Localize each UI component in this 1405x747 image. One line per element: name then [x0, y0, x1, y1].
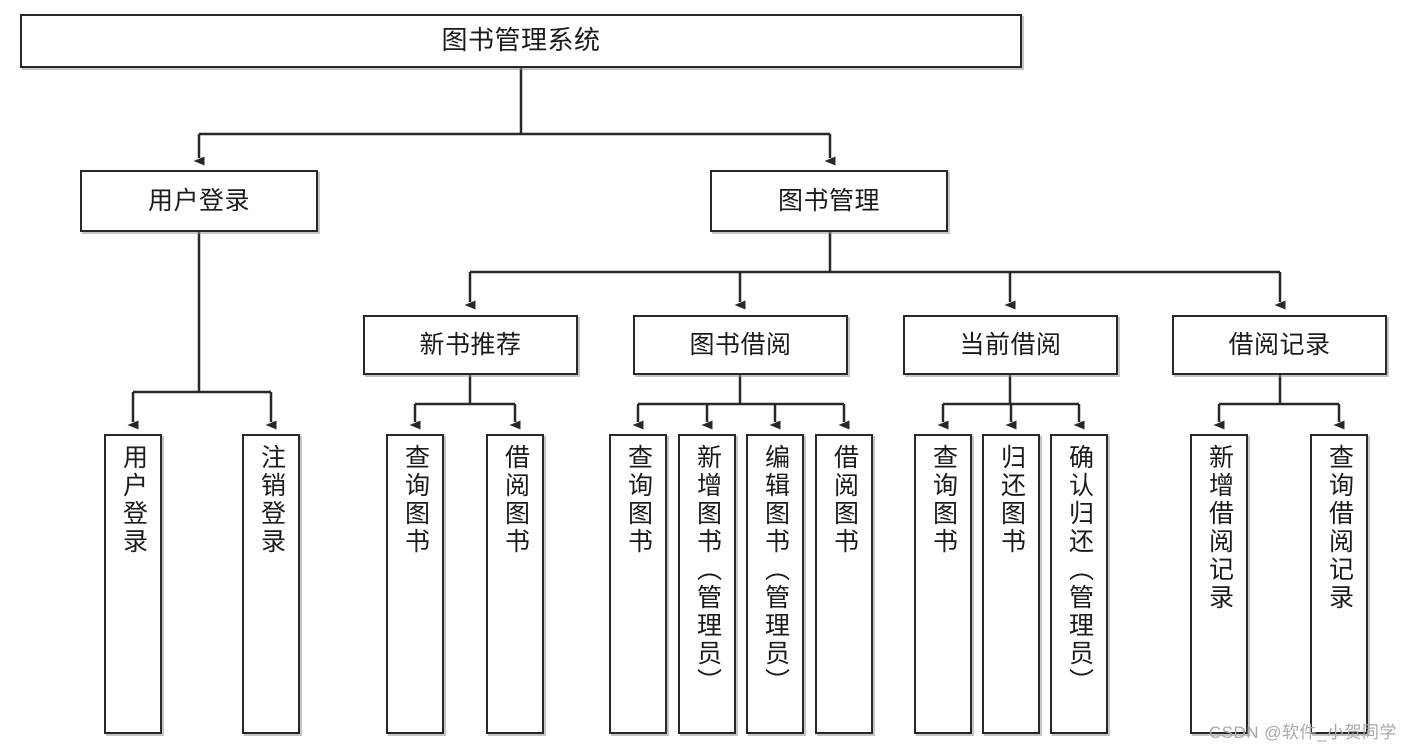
leaf-node-label: 新增借阅记录 [1205, 444, 1234, 612]
leaf-node-label: 用户登录 [119, 444, 148, 556]
leaf-node[interactable]: 借阅图书 [815, 434, 873, 734]
leaf-node-label: 注销登录 [257, 444, 286, 556]
leaf-node[interactable]: 新增图书（管理员） [678, 434, 736, 734]
node-book-borrow[interactable]: 图书借阅 [633, 315, 848, 375]
leaf-node[interactable]: 查询图书 [386, 434, 444, 734]
leaf-node-label: 归还图书 [997, 444, 1026, 556]
node-book-management[interactable]: 图书管理 [710, 170, 948, 232]
node-root-label: 图书管理系统 [441, 25, 601, 56]
leaf-node-label: 查询借阅记录 [1325, 444, 1354, 612]
node-user-login[interactable]: 用户登录 [80, 170, 318, 232]
node-new-book-recommend-label: 新书推荐 [419, 330, 522, 359]
leaf-node[interactable]: 查询图书 [914, 434, 972, 734]
leaf-node-label: 查询图书 [624, 444, 653, 556]
leaf-node-label: 查询图书 [401, 444, 430, 556]
node-current-borrow-label: 当前借阅 [959, 330, 1062, 359]
leaf-node[interactable]: 归还图书 [982, 434, 1040, 734]
leaf-node[interactable]: 确认归还（管理员） [1050, 434, 1108, 734]
watermark-text: CSDN @软件_小贺同学 [1208, 723, 1397, 742]
leaf-node-label: 新增图书（管理员） [693, 444, 722, 696]
leaf-node[interactable]: 编辑图书（管理员） [746, 434, 804, 734]
node-root[interactable]: 图书管理系统 [20, 14, 1022, 68]
node-book-management-label: 图书管理 [777, 186, 880, 215]
node-new-book-recommend[interactable]: 新书推荐 [363, 315, 578, 375]
leaf-node-label: 编辑图书（管理员） [761, 444, 790, 696]
leaf-node[interactable]: 新增借阅记录 [1190, 434, 1248, 734]
leaf-node[interactable]: 查询图书 [609, 434, 667, 734]
node-borrow-record-label: 借阅记录 [1228, 330, 1331, 359]
leaf-node-label: 确认归还（管理员） [1065, 444, 1094, 696]
leaf-node[interactable]: 借阅图书 [486, 434, 544, 734]
node-borrow-record[interactable]: 借阅记录 [1172, 315, 1387, 375]
leaf-node[interactable]: 注销登录 [242, 434, 300, 734]
leaf-node-label: 借阅图书 [830, 444, 859, 556]
node-user-login-label: 用户登录 [147, 186, 250, 215]
node-current-borrow[interactable]: 当前借阅 [903, 315, 1118, 375]
leaf-node[interactable]: 查询借阅记录 [1310, 434, 1368, 734]
leaf-node[interactable]: 用户登录 [104, 434, 162, 734]
leaf-node-label: 查询图书 [929, 444, 958, 556]
leaf-node-label: 借阅图书 [501, 444, 530, 556]
node-book-borrow-label: 图书借阅 [689, 330, 792, 359]
